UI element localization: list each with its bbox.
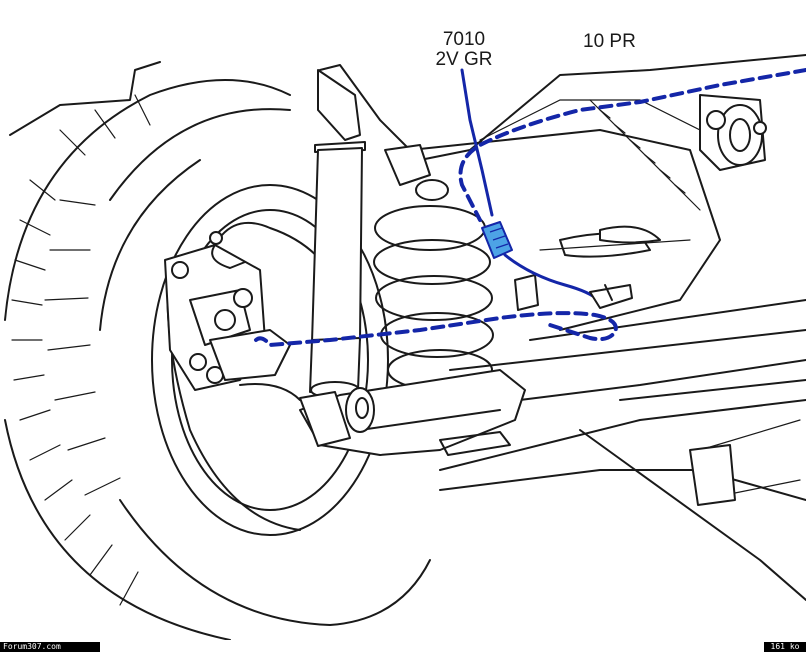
axle-bushing — [699, 94, 767, 171]
tyre — [4, 79, 431, 640]
sensor-lead — [503, 253, 600, 302]
sensor-bracket — [589, 284, 633, 309]
coil-spring — [373, 144, 494, 391]
footer-bar: Forum307.com 161 ko — [0, 641, 806, 653]
callout-harness-10pr: 10 PR — [583, 32, 636, 52]
footer-site-tag: Forum307.com — [0, 642, 100, 652]
connector-number-label: 7010 — [442, 29, 486, 50]
shock-absorber — [309, 69, 366, 399]
brake-caliper — [164, 244, 291, 391]
harness-label: 10 PR — [583, 31, 636, 52]
connector-spec-label: 2V GR — [435, 49, 493, 70]
harness-10pr — [458, 68, 806, 222]
callout-connector-7010: 7010 2V GR — [432, 30, 496, 70]
trailing-arm — [299, 274, 806, 456]
underbody-panel — [9, 54, 806, 601]
spring-seat-panel — [539, 225, 691, 258]
footer-size-tag: 161 ko — [764, 642, 806, 652]
connector-7010 — [481, 221, 513, 259]
harness-lower — [254, 311, 618, 347]
